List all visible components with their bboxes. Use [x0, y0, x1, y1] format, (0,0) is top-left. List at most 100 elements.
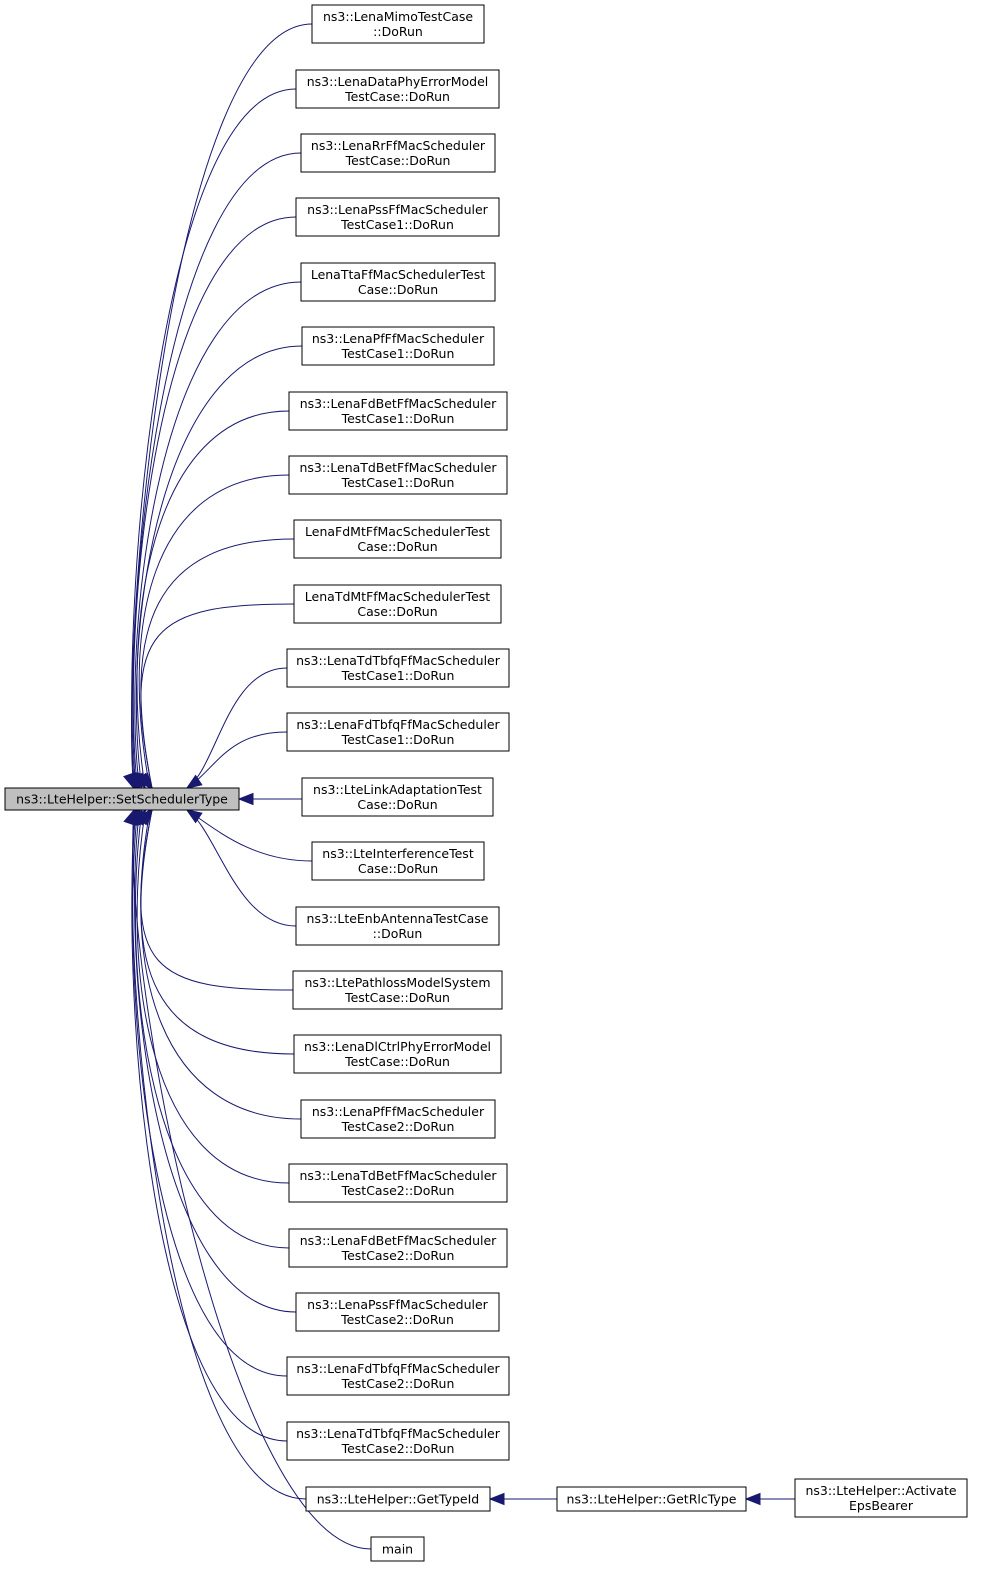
- edge-n18-to-root: [140, 809, 302, 1120]
- edge-n2-to-root: [131, 88, 297, 789]
- node-box: [295, 197, 500, 237]
- node-n1[interactable]: ns3::LenaMimoTestCase::DoRun: [311, 4, 485, 44]
- node-n11[interactable]: ns3::LenaTdTbfqFfMacSchedulerTestCase1::…: [286, 648, 510, 688]
- edge-n11-to-root: [186, 667, 288, 789]
- node-n25[interactable]: main: [370, 1536, 425, 1562]
- node-label-line: TestCase1::DoRun: [341, 475, 455, 490]
- node-label-line: ns3::LenaDlCtrlPhyErrorModel: [304, 1039, 491, 1054]
- edge-n22-to-root: [132, 809, 288, 1377]
- node-n8[interactable]: ns3::LenaTdBetFfMacSchedulerTestCase1::D…: [288, 455, 508, 495]
- node-box: [293, 584, 502, 624]
- node-box: [288, 1228, 508, 1268]
- node-label-line: ns3::LenaDataPhyErrorModel: [307, 74, 489, 89]
- node-box: [556, 1486, 747, 1512]
- node-box: [293, 519, 502, 559]
- node-n2[interactable]: ns3::LenaDataPhyErrorModelTestCase::DoRu…: [295, 69, 500, 109]
- node-box: [293, 1034, 502, 1074]
- edge-n1-to-root: [131, 23, 313, 789]
- node-box: [301, 777, 494, 817]
- node-label-line: TestCase1::DoRun: [341, 411, 455, 426]
- node-n16[interactable]: ns3::LtePathlossModelSystemTestCase::DoR…: [292, 970, 503, 1010]
- node-n4[interactable]: ns3::LenaPssFfMacSchedulerTestCase1::DoR…: [295, 197, 500, 237]
- edge-n3-to-root: [132, 152, 302, 789]
- node-label-line: TestCase2::DoRun: [341, 1183, 455, 1198]
- node-n7[interactable]: ns3::LenaFdBetFfMacSchedulerTestCase1::D…: [288, 391, 508, 431]
- node-label-line: ns3::LteHelper::GetRlcType: [567, 1492, 737, 1507]
- edge-n6-to-root: [135, 345, 303, 789]
- node-n17[interactable]: ns3::LenaDlCtrlPhyErrorModelTestCase::Do…: [293, 1034, 502, 1074]
- node-n23[interactable]: ns3::LenaTdTbfqFfMacSchedulerTestCase2::…: [286, 1421, 510, 1461]
- node-box: [286, 648, 510, 688]
- edge-n24-to-root: [131, 809, 307, 1500]
- node-n18[interactable]: ns3::LenaPfFfMacSchedulerTestCase2::DoRu…: [300, 1099, 496, 1139]
- node-box: [301, 326, 495, 366]
- edge-arrowhead: [185, 809, 203, 824]
- node-label-line: ns3::LenaTdTbfqFfMacScheduler: [296, 1426, 501, 1441]
- node-label-line: TestCase1::DoRun: [341, 732, 455, 747]
- edge-arrowhead: [185, 774, 203, 789]
- node-label-line: ns3::LenaTdBetFfMacScheduler: [299, 1168, 497, 1183]
- edge-n25-to-root: [132, 809, 372, 1550]
- node-label-line: ::DoRun: [373, 24, 423, 39]
- node-label-line: TestCase1::DoRun: [341, 668, 455, 683]
- edge-arrowhead: [237, 792, 254, 806]
- node-box: [311, 841, 485, 881]
- node-label-line: ns3::LteHelper::Activate: [805, 1483, 956, 1498]
- node-box: [295, 906, 500, 946]
- node-n12[interactable]: ns3::LenaFdTbfqFfMacSchedulerTestCase1::…: [286, 712, 510, 752]
- edge-n14-to-root: [186, 809, 313, 862]
- edge-n8-to-root: [138, 474, 290, 789]
- node-box: [305, 1486, 491, 1512]
- node-label-line: ns3::LteHelper::GetTypeId: [317, 1492, 480, 1507]
- node-n26[interactable]: ns3::LteHelper::GetRlcType: [556, 1486, 747, 1512]
- node-label-line: LenaFdMtFfMacSchedulerTest: [305, 524, 490, 539]
- node-n21[interactable]: ns3::LenaPssFfMacSchedulerTestCase2::DoR…: [295, 1292, 500, 1332]
- node-label-line: Case::DoRun: [358, 861, 438, 876]
- edge-n12-to-root: [186, 731, 288, 789]
- node-box: [295, 69, 500, 109]
- edge-arrowhead: [744, 1492, 761, 1506]
- node-label-line: LenaTdMtFfMacSchedulerTest: [305, 589, 490, 604]
- node-label-line: ns3::LenaFdBetFfMacScheduler: [300, 396, 497, 411]
- node-label-line: EpsBearer: [849, 1498, 914, 1513]
- node-box: [300, 262, 496, 302]
- node-root[interactable]: ns3::LteHelper::SetSchedulerType: [4, 787, 240, 811]
- edge-n20-to-root: [134, 809, 290, 1249]
- node-label-line: TestCase2::DoRun: [341, 1376, 455, 1391]
- node-label-line: TestCase2::DoRun: [341, 1119, 455, 1134]
- edge-arrowhead: [123, 808, 136, 826]
- edge-n7-to-root: [136, 410, 290, 789]
- node-label-line: Case::DoRun: [358, 282, 438, 297]
- node-label-line: ns3::LteInterferenceTest: [322, 846, 474, 861]
- node-label-line: TestCase2::DoRun: [341, 1441, 455, 1456]
- node-label-line: Case::DoRun: [357, 604, 437, 619]
- node-label-line: ns3::LteLinkAdaptationTest: [313, 782, 482, 797]
- edge-arrowhead: [138, 772, 153, 790]
- edge-n5-to-root: [134, 281, 302, 789]
- node-label-line: TestCase::DoRun: [344, 1054, 450, 1069]
- node-label-line: ns3::LenaFdTbfqFfMacScheduler: [296, 717, 500, 732]
- node-label-line: ns3::LenaTdBetFfMacScheduler: [299, 460, 497, 475]
- edge-arrowhead: [488, 1492, 505, 1506]
- node-n19[interactable]: ns3::LenaTdBetFfMacSchedulerTestCase2::D…: [288, 1163, 508, 1203]
- node-label-line: ns3::LenaTdTbfqFfMacScheduler: [296, 653, 501, 668]
- node-label-line: ns3::LenaPfFfMacScheduler: [312, 1104, 485, 1119]
- edge-n4-to-root: [132, 216, 297, 789]
- node-n24[interactable]: ns3::LteHelper::GetTypeId: [305, 1486, 491, 1512]
- node-n20[interactable]: ns3::LenaFdBetFfMacSchedulerTestCase2::D…: [288, 1228, 508, 1268]
- node-box: [311, 4, 485, 44]
- node-label-line: LenaTtaFfMacSchedulerTest: [311, 267, 485, 282]
- node-box: [4, 787, 240, 811]
- node-n6[interactable]: ns3::LenaPfFfMacSchedulerTestCase1::DoRu…: [301, 326, 495, 366]
- node-box: [300, 1099, 496, 1139]
- node-n15[interactable]: ns3::LteEnbAntennaTestCase::DoRun: [295, 906, 500, 946]
- node-n22[interactable]: ns3::LenaFdTbfqFfMacSchedulerTestCase2::…: [286, 1356, 510, 1396]
- node-layer: ns3::LteHelper::SetSchedulerTypens3::Len…: [4, 4, 968, 1562]
